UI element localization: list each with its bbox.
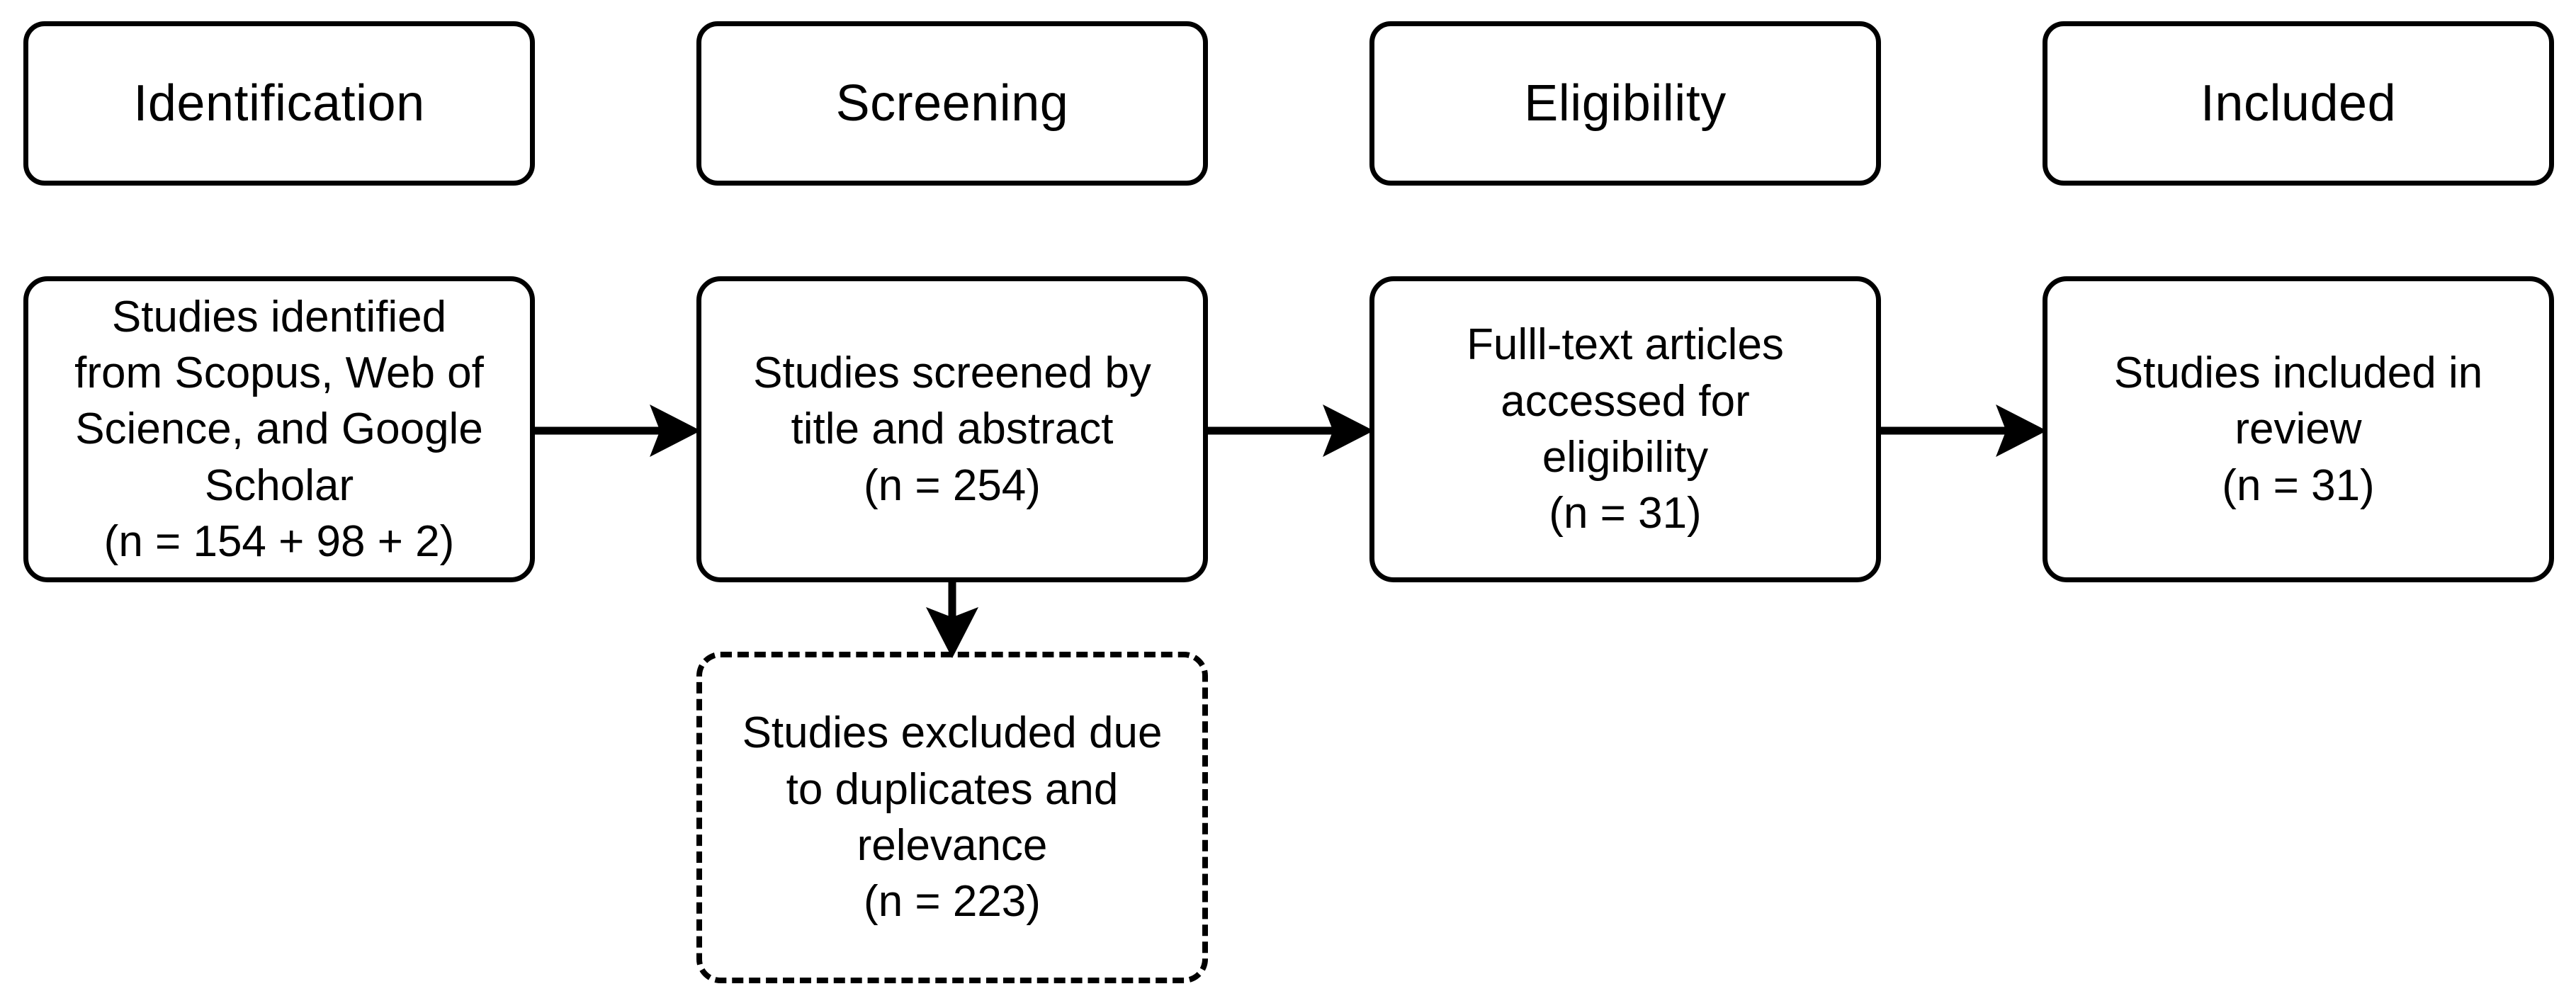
arrow-fulltext-to-review [1881, 404, 2047, 458]
box-line: relevance [857, 821, 1048, 870]
arrow-screened-to-excluded [925, 582, 979, 659]
box-studies-included-in-review-text: Studies included in review (n = 31) [2101, 345, 2495, 514]
box-line: accessed for [1501, 376, 1750, 426]
box-count-label: (n = 154 + 98 + 2) [103, 517, 455, 567]
arrow-screened-to-fulltext [1208, 404, 1374, 458]
box-count-label: (n = 31) [1549, 489, 1702, 538]
stage-box-included[interactable]: Included [2043, 21, 2554, 186]
box-line: Studies identified [111, 292, 447, 341]
box-studies-excluded-text: Studies excluded due to duplicates and r… [730, 705, 1175, 929]
stage-box-identification[interactable]: Identification [23, 21, 535, 186]
box-count-label: (n = 31) [2222, 460, 2375, 510]
stage-box-screening[interactable]: Screening [696, 21, 1208, 186]
box-line: Science, and Google [75, 404, 483, 454]
box-count-label: (n = 223) [864, 877, 1041, 927]
box-count-label: (n = 254) [864, 460, 1041, 510]
stage-label-identification: Identification [133, 74, 425, 132]
box-line: Studies included in [2113, 348, 2483, 397]
box-studies-identified-text: Studies identified from Scopus, Web of S… [62, 289, 497, 570]
box-line: Studies screened by [753, 348, 1151, 397]
box-line: eligibility [1542, 433, 1709, 482]
box-studies-identified[interactable]: Studies identified from Scopus, Web of S… [23, 276, 535, 582]
box-studies-screened-text: Studies screened by title and abstract (… [740, 345, 1164, 514]
box-fulltext-articles[interactable]: Fulll-text articles accessed for eligibi… [1369, 276, 1881, 582]
stage-label-included: Included [2200, 74, 2397, 132]
arrow-identified-to-screened [535, 404, 701, 458]
stage-box-eligibility[interactable]: Eligibility [1369, 21, 1881, 186]
box-fulltext-articles-text: Fulll-text articles accessed for eligibi… [1454, 317, 1797, 541]
box-studies-included-in-review[interactable]: Studies included in review (n = 31) [2043, 276, 2554, 582]
box-line: title and abstract [791, 404, 1114, 454]
stage-label-screening: Screening [835, 74, 1069, 132]
box-studies-screened[interactable]: Studies screened by title and abstract (… [696, 276, 1208, 582]
box-line: Scholar [204, 460, 354, 510]
box-line: Studies excluded due [742, 708, 1163, 758]
box-studies-excluded[interactable]: Studies excluded due to duplicates and r… [696, 652, 1208, 983]
box-line: review [2235, 404, 2362, 454]
box-line: from Scopus, Web of [74, 348, 484, 397]
box-line: to duplicates and [786, 764, 1119, 814]
box-line: Fulll-text articles [1467, 320, 1784, 370]
stage-label-eligibility: Eligibility [1524, 74, 1727, 132]
